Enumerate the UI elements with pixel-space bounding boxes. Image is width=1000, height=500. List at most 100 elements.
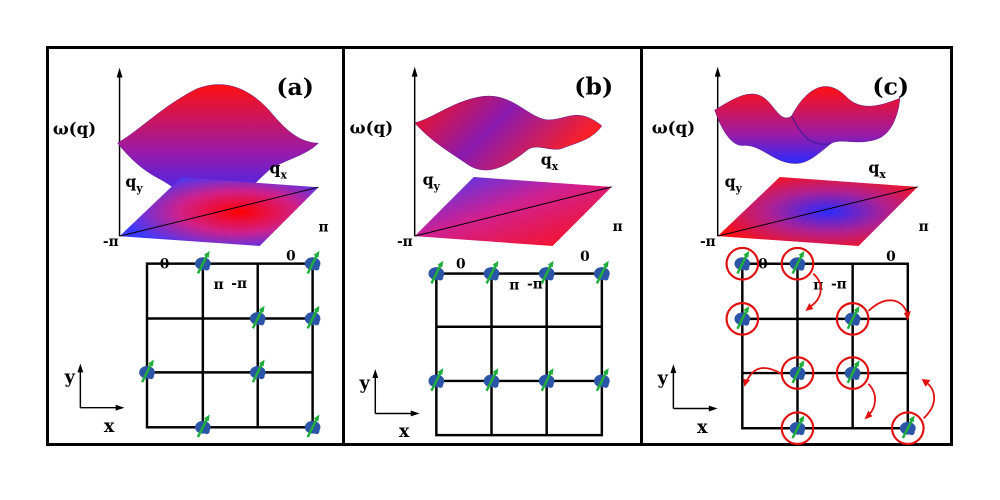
- spin-lobe: [743, 264, 750, 271]
- panel-c-figure: ω(q) (c) qy qx -π 0 π -π 0 π y x: [652, 66, 936, 446]
- spin-arrow-head: [853, 306, 860, 313]
- spin-arrow-shaft: [540, 370, 553, 392]
- spin-arrow-shaft: [736, 308, 749, 330]
- tick-neg-pi-right: -π: [831, 276, 847, 292]
- spin-lobe: [602, 381, 609, 388]
- y-axis-label: y: [657, 368, 669, 389]
- spin-lobe: [147, 373, 154, 380]
- spin-lobe: [798, 374, 805, 380]
- spin-circle: [835, 302, 870, 336]
- hop-arrow: [808, 272, 822, 308]
- panel-tag: (b): [574, 72, 613, 100]
- hop-arrow-head: [805, 303, 814, 312]
- lattice-grid: [741, 262, 910, 430]
- spin: [780, 411, 815, 446]
- tick-neg-pi-right: -π: [527, 276, 543, 292]
- tick-pi: π: [813, 277, 823, 293]
- spin-arrow-shaft: [306, 253, 319, 274]
- hop-arrow-head: [903, 311, 911, 321]
- y-axis-label: y: [64, 367, 76, 388]
- spin-arrow-head: [798, 360, 805, 368]
- panel-c: ω(q) (c) qy qx -π 0 π -π 0 π y x: [643, 46, 953, 446]
- spin-lobe: [313, 428, 320, 435]
- tick-pi: π: [509, 277, 519, 293]
- spin: [593, 260, 610, 284]
- hop-arrow-head: [921, 378, 931, 387]
- x-axis-arrow: [410, 410, 420, 417]
- spin: [538, 368, 555, 392]
- spin-lobe: [798, 264, 805, 271]
- spin-arrow-head: [313, 250, 320, 258]
- qy-label: qy: [423, 170, 441, 193]
- spin: [780, 246, 815, 281]
- tick-pi-right: π: [919, 219, 929, 235]
- spin-lobe: [798, 429, 805, 436]
- tick-zero-right: 0: [886, 249, 896, 265]
- spin-arrow-head: [203, 250, 210, 258]
- omega-label: ω(q): [53, 118, 96, 138]
- spin-arrow-head: [908, 415, 915, 423]
- tick-neg-pi-right: -π: [231, 276, 247, 292]
- dispersion-surface: [117, 84, 320, 208]
- omega-label: ω(q): [652, 118, 695, 138]
- lattice-grid: [435, 272, 604, 437]
- spin-arrow-shaft: [251, 362, 264, 383]
- spin-circle: [780, 246, 815, 281]
- spin-arrow-shaft: [791, 417, 804, 439]
- spin: [304, 250, 321, 274]
- spin-arrow-head: [313, 305, 320, 313]
- panel-b: ω(q) (b) qy qx -π 0 π -π 0 π y x: [345, 46, 643, 446]
- spin: [428, 368, 445, 392]
- q-diagonal: [414, 186, 612, 237]
- q-diagonal: [119, 186, 319, 237]
- spin-arrow-shaft: [791, 362, 804, 384]
- spin-arrow-head: [547, 260, 554, 268]
- panel-b-figure: ω(q) (b) qy qx -π 0 π -π 0 π y x: [350, 66, 623, 442]
- spin: [483, 368, 500, 392]
- spin-layer: [428, 260, 610, 392]
- spin-arrow-head: [313, 414, 320, 422]
- qy-label: qy: [125, 172, 143, 195]
- omega-label: ω(q): [350, 118, 393, 138]
- spin-arrow-head: [853, 360, 860, 368]
- spin-arrow-shaft: [791, 253, 804, 275]
- hop-arrow-head: [864, 410, 873, 420]
- spin-layer: [139, 250, 321, 438]
- x-axis-arrow: [115, 404, 125, 411]
- spin-circle: [890, 411, 925, 446]
- x-axis-label: x: [399, 421, 410, 442]
- spin: [890, 411, 925, 446]
- q-diagonal: [717, 186, 918, 237]
- spin: [428, 260, 445, 284]
- spin-lobe: [492, 274, 499, 281]
- spin-circle: [780, 411, 815, 446]
- hop-arrows: [743, 272, 936, 420]
- hop-arrow: [867, 383, 876, 417]
- spin: [593, 368, 610, 392]
- spin: [835, 356, 870, 390]
- spin-lobe: [547, 274, 554, 281]
- spin-arrow-shaft: [196, 253, 209, 274]
- spin: [249, 305, 266, 329]
- dispersion-surface: [414, 96, 603, 171]
- spin-arrow-head: [492, 368, 499, 376]
- spin-arrow-shaft: [595, 370, 608, 392]
- spin-arrow-head: [203, 414, 210, 422]
- spin-lobe: [313, 264, 320, 271]
- hop-arrow-head: [743, 378, 751, 387]
- spin-circle: [725, 246, 760, 281]
- spin-arrow-shaft: [901, 417, 914, 439]
- spin: [304, 305, 321, 329]
- spin: [249, 359, 266, 383]
- x-axis-label: x: [697, 417, 708, 438]
- spin-circle: [835, 356, 870, 390]
- spin-circle: [725, 302, 760, 336]
- spin-arrow-shaft: [846, 308, 859, 330]
- lattice-grid: [145, 262, 314, 429]
- spin: [725, 246, 760, 281]
- tick-neg-pi: -π: [397, 234, 413, 250]
- dispersion-surface: [714, 86, 901, 164]
- spin-lobe: [437, 274, 444, 281]
- spin-lobe: [853, 319, 860, 326]
- spin-arrow-shaft: [430, 370, 443, 392]
